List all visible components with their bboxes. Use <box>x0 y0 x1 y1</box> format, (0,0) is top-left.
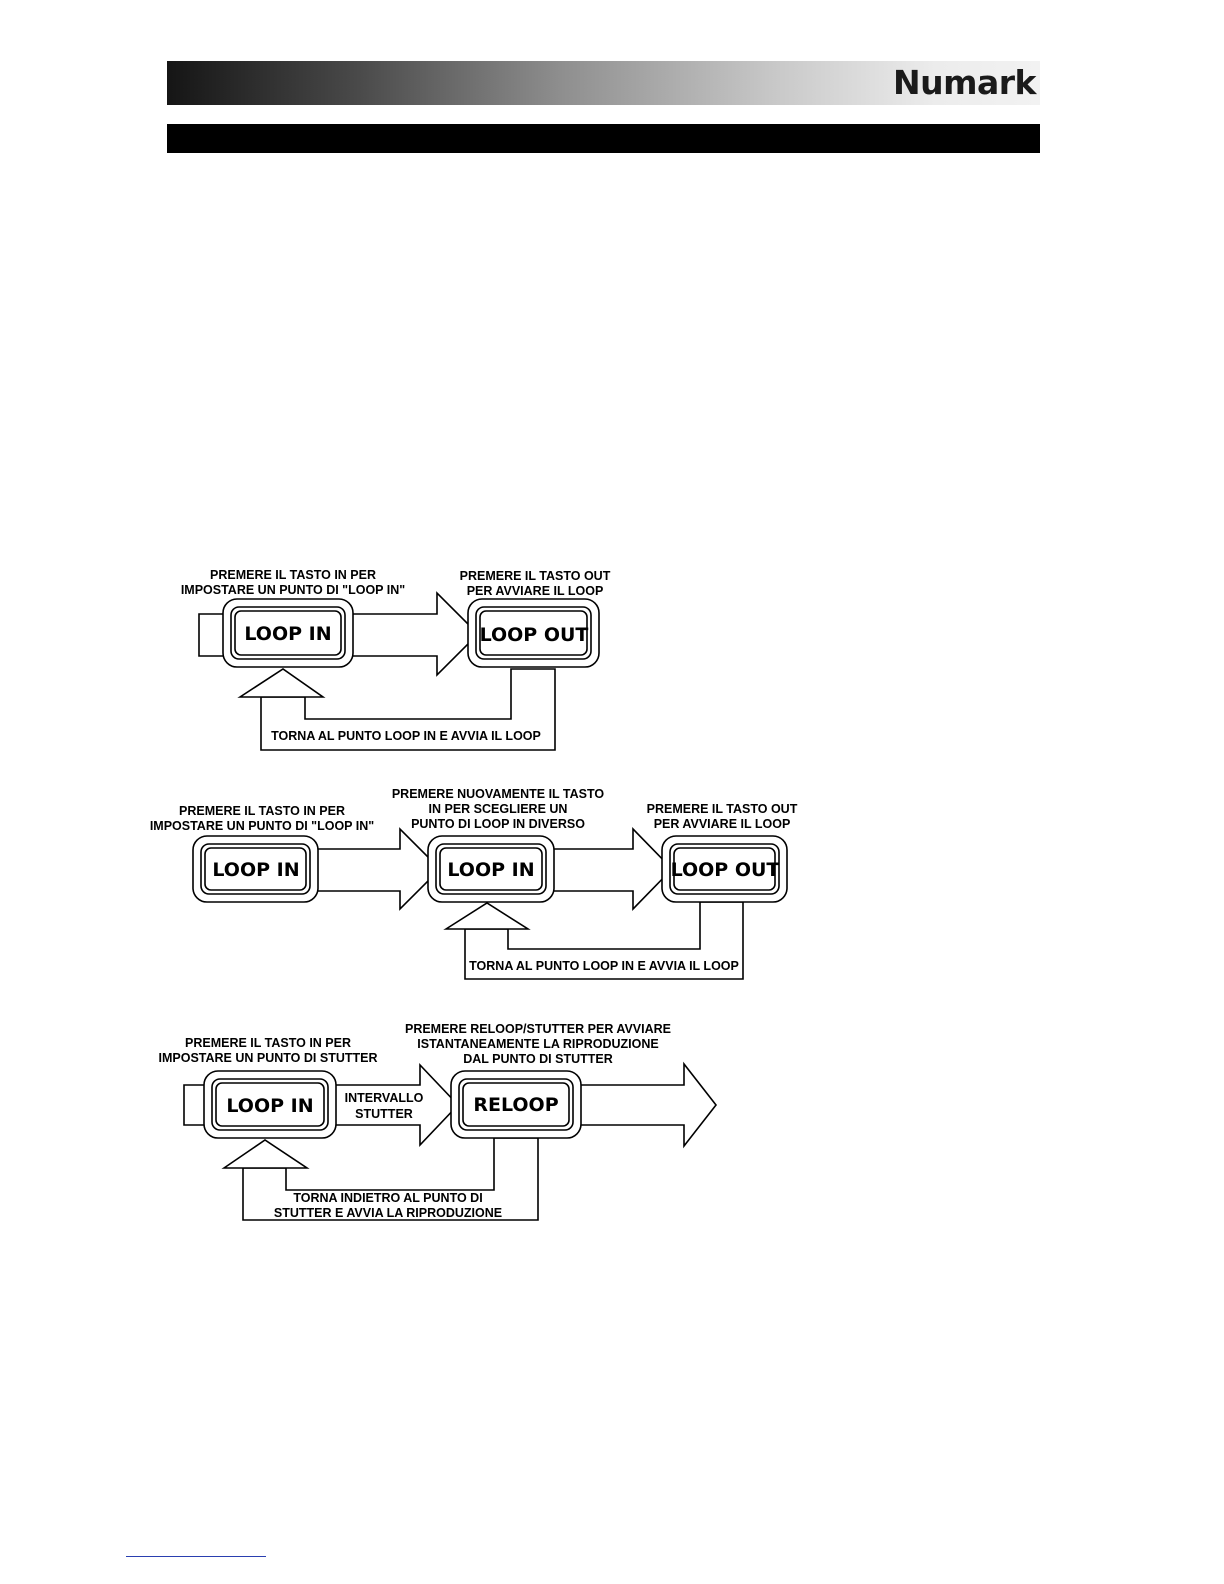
return-label: TORNA AL PUNTO LOOP IN E AVVIA IL LOOP <box>271 729 541 743</box>
caption-again-3: PUNTO DI LOOP IN DIVERSO <box>411 817 585 831</box>
caption-reloop-3: DAL PUNTO DI STUTTER <box>463 1052 613 1066</box>
return-up-arrow <box>237 668 326 698</box>
section-title-bar <box>167 124 1040 153</box>
caption-in-2: IMPOSTARE UN PUNTO DI "LOOP IN" <box>150 819 374 833</box>
caption-reloop-1: PREMERE RELOOP/STUTTER PER AVVIARE <box>405 1022 671 1036</box>
caption-out-2: PER AVVIARE IL LOOP <box>467 584 604 598</box>
footnote-rule <box>126 1556 266 1557</box>
return-up-arrow <box>443 902 531 930</box>
loop-out-label: LOOP OUT <box>671 859 780 881</box>
loop-in-label: LOOP IN <box>244 623 331 645</box>
caption-again-2: IN PER SCEGLIERE UN <box>429 802 568 816</box>
caption-reloop-2: ISTANTANEAMENTE LA RIPRODUZIONE <box>417 1037 658 1051</box>
loop-out-label: LOOP OUT <box>480 624 589 646</box>
interval-label-2: STUTTER <box>355 1107 413 1121</box>
caption-in-1: PREMERE IL TASTO IN PER <box>185 1036 351 1050</box>
caption-again-1: PREMERE NUOVAMENTE IL TASTO <box>392 787 605 801</box>
diagram-2: LOOP IN LOOP IN LOOP OUT PREMERE IL TAST… <box>150 787 798 980</box>
diagram-1: LOOP IN LOOP OUT PREMERE IL TASTO IN PER… <box>181 568 611 751</box>
caption-out-1: PREMERE IL TASTO OUT <box>460 569 611 583</box>
caption-in-2: IMPOSTARE UN PUNTO DI STUTTER <box>159 1051 378 1065</box>
numark-logo: Numark <box>893 63 1037 102</box>
loop-out-button: LOOP OUT <box>467 598 600 668</box>
caption-out-1: PREMERE IL TASTO OUT <box>647 802 798 816</box>
loop-in-label: LOOP IN <box>447 859 534 881</box>
reloop-label: RELOOP <box>473 1094 558 1116</box>
header-bar: Numark <box>167 61 1040 105</box>
flow-arrow-2 <box>569 1061 718 1149</box>
caption-out-2: PER AVVIARE IL LOOP <box>654 817 791 831</box>
flow-arrow-1 <box>299 827 442 911</box>
reloop-button: RELOOP <box>450 1070 582 1139</box>
loop-in-button-1: LOOP IN <box>192 835 319 903</box>
return-label: TORNA AL PUNTO LOOP IN E AVVIA IL LOOP <box>469 959 739 973</box>
interval-label-1: INTERVALLO <box>345 1091 424 1105</box>
return-up-arrow <box>221 1139 310 1169</box>
loop-in-label: LOOP IN <box>226 1095 313 1117</box>
diagram-3: LOOP IN RELOOP INTERVALLO STUTTER PREMER… <box>159 1022 718 1221</box>
loop-out-button: LOOP OUT <box>661 835 788 903</box>
caption-in-2: IMPOSTARE UN PUNTO DI "LOOP IN" <box>181 583 405 597</box>
return-label-2: STUTTER E AVVIA LA RIPRODUZIONE <box>274 1206 502 1220</box>
loop-in-button: LOOP IN <box>203 1070 337 1139</box>
return-rail <box>260 668 556 751</box>
caption-in-1: PREMERE IL TASTO IN PER <box>179 804 345 818</box>
loop-in-label: LOOP IN <box>212 859 299 881</box>
loop-in-button: LOOP IN <box>222 598 354 668</box>
loop-in-button-2: LOOP IN <box>427 835 555 903</box>
return-label-1: TORNA INDIETRO AL PUNTO DI <box>293 1191 482 1205</box>
flow-arrow-2 <box>539 827 674 911</box>
caption-in-1: PREMERE IL TASTO IN PER <box>210 568 376 582</box>
